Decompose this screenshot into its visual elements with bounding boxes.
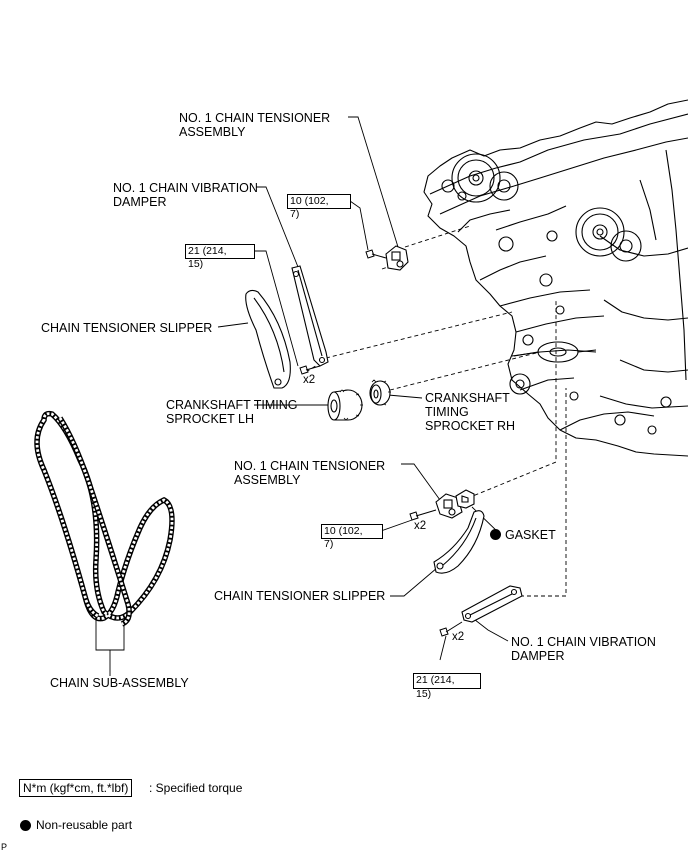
crank-sprocket-rh	[369, 379, 391, 406]
label-chain: CHAIN SUB-ASSEMBLY	[50, 676, 189, 690]
quantity-x2-mid: x2	[414, 520, 427, 532]
label-tensioner-top: NO. 1 CHAIN TENSIONER ASSEMBLY	[179, 111, 331, 139]
torque-box-10-top-cont: 7)	[290, 208, 300, 220]
tensioner-slipper-top	[245, 289, 291, 389]
torque-box-21-top: 21 (214,	[185, 244, 255, 259]
torque-box-21-top-cont: 15)	[188, 258, 204, 270]
legend-nonreusable-dot-icon	[20, 820, 31, 831]
label-slipper-bottom: CHAIN TENSIONER SLIPPER	[214, 589, 386, 603]
footer-code: P	[1, 842, 8, 852]
torque-box-10-bottom: 10 (102,	[321, 524, 383, 539]
tensioner-slipper-bottom	[433, 510, 485, 574]
label-tensioner-bottom: NO. 1 CHAIN TENSIONER ASSEMBLY	[234, 459, 386, 487]
legend-torque-box: N*m (kgf*cm, ft.*lbf)	[19, 779, 133, 797]
damper-bolts-bottom	[439, 621, 463, 637]
gasket-part	[455, 489, 475, 509]
chain-tensioner-top	[385, 245, 409, 271]
label-slipper-top: CHAIN TENSIONER SLIPPER	[41, 321, 213, 335]
torque-box-21-bottom-cont: 15)	[416, 688, 432, 700]
label-crank-sprocket-lh: CRANKSHAFT TIMING SPROCKET LH	[166, 398, 298, 426]
label-crank-sprocket-rh: CRANKSHAFT TIMING SPROCKET RH	[425, 391, 516, 433]
damper-bolts-top	[299, 365, 321, 375]
tensioner-bolts-bottom	[409, 509, 437, 521]
torque-box-10-top: 10 (102,	[287, 194, 351, 209]
crank-sprocket-lh	[327, 389, 363, 421]
vibration-damper-bottom	[461, 585, 523, 623]
legend-nonreusable-text: Non-reusable part	[36, 818, 133, 832]
timing-chain	[34, 410, 175, 627]
torque-box-21-bottom: 21 (214,	[413, 673, 481, 689]
label-vibration-damper-bottom: NO. 1 CHAIN VIBRATION DAMPER	[511, 635, 656, 663]
chain-tensioner-bottom	[435, 493, 463, 519]
quantity-x2-top: x2	[303, 374, 316, 386]
label-gasket: GASKET	[505, 528, 556, 542]
tensioner-bolt-top	[365, 249, 387, 259]
quantity-x2-bottom: x2	[452, 631, 465, 643]
engine-block	[423, 99, 688, 457]
leader-lines	[95, 116, 509, 676]
legend-torque-description: : Specified torque	[149, 781, 243, 795]
vibration-damper-top	[291, 265, 329, 367]
torque-box-10-bottom-cont: 7)	[324, 538, 334, 550]
label-vibration-damper-top: NO. 1 CHAIN VIBRATION DAMPER	[113, 181, 258, 209]
nonreusable-dot-icon	[490, 529, 501, 540]
